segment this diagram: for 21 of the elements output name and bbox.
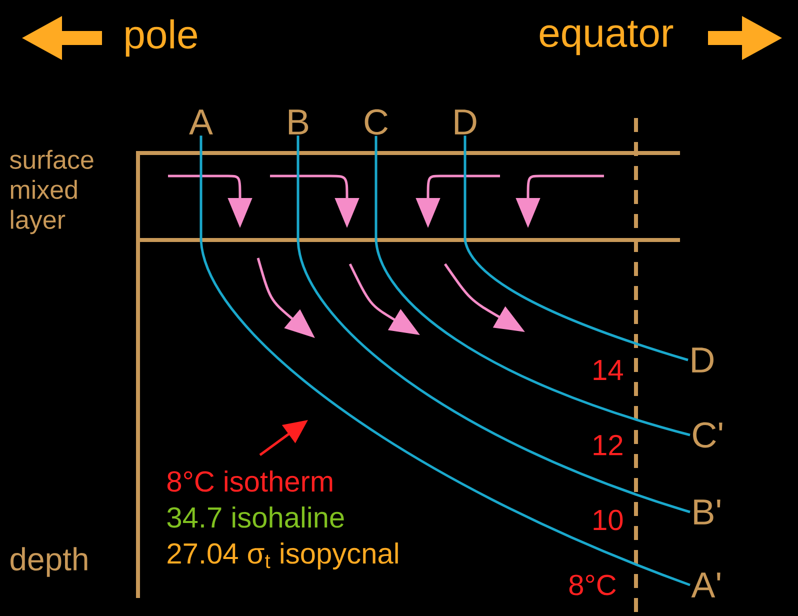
layer-label: surface mixed layer	[10, 150, 94, 234]
value-label: 10	[594, 510, 623, 530]
direction-label: equator	[540, 20, 674, 56]
value-label: 12	[594, 434, 622, 456]
annotation-text: 8°C isotherm 34.7 isohaline 27.04 σ$_{t}$ isopycnal	[167, 470, 398, 570]
line-label: D	[454, 110, 476, 134]
line-label: B	[288, 110, 308, 134]
isoline	[464, 136, 688, 362]
isoline	[200, 136, 690, 586]
line-label: C'	[693, 422, 722, 448]
line-label: C	[364, 109, 388, 135]
line-label: B'	[694, 500, 720, 524]
isoline	[296, 136, 690, 514]
line-label: A	[189, 110, 213, 134]
isoline	[374, 136, 690, 436]
value-label: 8°C	[569, 574, 616, 596]
axis-label: depth	[10, 547, 88, 577]
direction-label: pole	[126, 19, 198, 57]
line-label: A'	[691, 572, 720, 598]
value-label: 14	[594, 360, 623, 380]
line-label: D	[692, 348, 714, 372]
